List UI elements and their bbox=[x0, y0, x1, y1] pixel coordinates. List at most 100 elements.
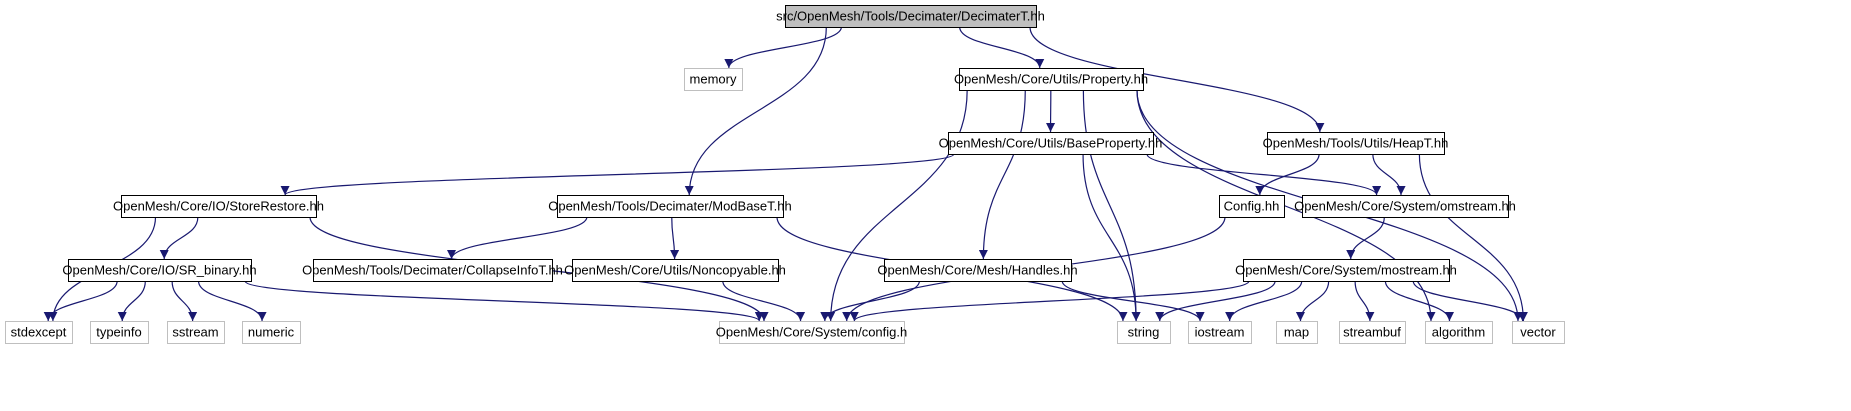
edge-mostream-to-iostream bbox=[1225, 280, 1303, 322]
edge-mostream-to-configH bbox=[849, 280, 1250, 322]
node-streambuf-box bbox=[1339, 321, 1406, 344]
node-configH-box bbox=[719, 321, 905, 344]
node-heapT-box bbox=[1267, 132, 1445, 155]
nodes-layer: src/OpenMesh/Tools/Decimater/DecimaterT.… bbox=[5, 5, 1565, 344]
node-string-label: string bbox=[1128, 325, 1160, 340]
node-numeric: numeric bbox=[242, 321, 301, 344]
node-storeRestore-box bbox=[121, 195, 317, 218]
node-streambuf: streambuf bbox=[1339, 321, 1406, 344]
node-srBinary[interactable]: OpenMesh/Core/IO/SR_binary.hh bbox=[62, 259, 257, 282]
node-typeinfo-box bbox=[90, 321, 149, 344]
node-stdexcept-label: stdexcept bbox=[11, 325, 67, 340]
node-string: string bbox=[1117, 321, 1171, 344]
node-decimaterT[interactable]: src/OpenMesh/Tools/Decimater/DecimaterT.… bbox=[776, 5, 1045, 28]
node-vector-box bbox=[1512, 321, 1565, 344]
node-string-box bbox=[1117, 321, 1171, 344]
edge-heapT-to-configHH bbox=[1255, 153, 1320, 196]
node-sstream: sstream bbox=[167, 321, 225, 344]
node-configHH[interactable]: Config.hh bbox=[1219, 195, 1285, 218]
edge-decimaterT-to-property bbox=[959, 26, 1045, 69]
node-property[interactable]: OpenMesh/Core/Utils/Property.hh bbox=[954, 68, 1148, 91]
node-property-box bbox=[959, 68, 1144, 91]
node-handles[interactable]: OpenMesh/Core/Mesh/Handles.hh bbox=[877, 259, 1078, 282]
node-handles-label: OpenMesh/Core/Mesh/Handles.hh bbox=[877, 263, 1077, 278]
edge-mostream-to-map bbox=[1295, 280, 1330, 322]
edge-srBinary-to-sstream bbox=[171, 280, 198, 322]
edge-baseProperty-to-storeRestore bbox=[280, 153, 955, 196]
node-map-box bbox=[1276, 321, 1318, 344]
node-memory: memory bbox=[684, 68, 743, 91]
node-iostream-box bbox=[1188, 321, 1252, 344]
edge-srBinary-to-stdexcept bbox=[43, 280, 118, 322]
node-collapseInfoT-label: OpenMesh/Tools/Decimater/CollapseInfoT.h… bbox=[302, 263, 563, 278]
node-baseProperty[interactable]: OpenMesh/Core/Utils/BaseProperty.hh bbox=[939, 132, 1163, 155]
node-map: map bbox=[1276, 321, 1318, 344]
edge-heapT-to-omstream bbox=[1372, 153, 1406, 196]
edge-srBinary-to-configH bbox=[244, 280, 764, 322]
edge-mostream-to-streambuf bbox=[1354, 280, 1375, 322]
node-srBinary-label: OpenMesh/Core/IO/SR_binary.hh bbox=[62, 263, 256, 278]
edge-noncopyable-to-configH bbox=[722, 280, 806, 322]
node-iostream: iostream bbox=[1188, 321, 1252, 344]
node-vector-label: vector bbox=[1520, 325, 1556, 340]
edge-modBaseT-to-collapseInfoT bbox=[447, 216, 588, 260]
node-noncopyable-box bbox=[572, 259, 779, 282]
node-mostream[interactable]: OpenMesh/Core/System/mostream.hh bbox=[1235, 259, 1457, 282]
node-memory-label: memory bbox=[690, 72, 737, 87]
node-stdexcept-box bbox=[5, 321, 73, 344]
node-configHH-label: Config.hh bbox=[1224, 199, 1280, 214]
node-noncopyable-label: OpenMesh/Core/Utils/Noncopyable.hh bbox=[564, 263, 786, 278]
node-omstream[interactable]: OpenMesh/Core/System/omstream.hh bbox=[1294, 195, 1516, 218]
node-baseProperty-label: OpenMesh/Core/Utils/BaseProperty.hh bbox=[939, 136, 1163, 151]
edge-handles-to-iostream bbox=[1061, 280, 1205, 322]
node-property-label: OpenMesh/Core/Utils/Property.hh bbox=[954, 72, 1148, 87]
node-vector: vector bbox=[1512, 321, 1565, 344]
edge-property-to-configH bbox=[826, 89, 968, 322]
node-heapT[interactable]: OpenMesh/Tools/Utils/HeapT.hh bbox=[1263, 132, 1449, 155]
node-srBinary-box bbox=[68, 259, 252, 282]
edge-decimaterT-to-memory bbox=[724, 26, 842, 69]
node-memory-box bbox=[684, 68, 743, 91]
node-collapseInfoT-box bbox=[313, 259, 553, 282]
node-mostream-box bbox=[1243, 259, 1450, 282]
node-decimaterT-box bbox=[785, 5, 1037, 28]
edge-srBinary-to-typeinfo bbox=[117, 280, 146, 322]
node-storeRestore[interactable]: OpenMesh/Core/IO/StoreRestore.hh bbox=[113, 195, 324, 218]
edge-mostream-to-algorithm bbox=[1384, 280, 1454, 322]
node-numeric-box bbox=[242, 321, 301, 344]
node-stdexcept: stdexcept bbox=[5, 321, 73, 344]
node-sstream-label: sstream bbox=[172, 325, 218, 340]
node-modBaseT[interactable]: OpenMesh/Tools/Decimater/ModBaseT.hh bbox=[548, 195, 792, 218]
node-sstream-box bbox=[167, 321, 225, 344]
node-typeinfo: typeinfo bbox=[90, 321, 149, 344]
node-decimaterT-label: src/OpenMesh/Tools/Decimater/DecimaterT.… bbox=[776, 9, 1045, 24]
node-configHH-box bbox=[1219, 195, 1285, 218]
node-omstream-label: OpenMesh/Core/System/omstream.hh bbox=[1294, 199, 1516, 214]
node-typeinfo-label: typeinfo bbox=[96, 325, 142, 340]
edge-baseProperty-to-string bbox=[1082, 153, 1141, 322]
node-modBaseT-box bbox=[557, 195, 784, 218]
edge-storeRestore-to-srBinary bbox=[159, 216, 199, 260]
node-collapseInfoT[interactable]: OpenMesh/Tools/Decimater/CollapseInfoT.h… bbox=[302, 259, 563, 282]
node-algorithm-box bbox=[1425, 321, 1493, 344]
edge-srBinary-to-numeric bbox=[197, 280, 267, 322]
edges-layer bbox=[43, 26, 1528, 322]
edge-heapT-to-vector bbox=[1418, 153, 1528, 322]
node-storeRestore-label: OpenMesh/Core/IO/StoreRestore.hh bbox=[113, 199, 324, 214]
node-handles-box bbox=[884, 259, 1072, 282]
edge-mostream-to-string bbox=[1155, 280, 1276, 322]
node-algorithm: algorithm bbox=[1425, 321, 1493, 344]
node-algorithm-label: algorithm bbox=[1432, 325, 1485, 340]
node-heapT-label: OpenMesh/Tools/Utils/HeapT.hh bbox=[1263, 136, 1449, 151]
node-map-label: map bbox=[1284, 325, 1309, 340]
edge-omstream-to-mostream bbox=[1346, 216, 1385, 260]
edge-mostream-to-vector bbox=[1412, 280, 1528, 322]
node-baseProperty-box bbox=[948, 132, 1154, 155]
node-streambuf-label: streambuf bbox=[1343, 325, 1401, 340]
node-modBaseT-label: OpenMesh/Tools/Decimater/ModBaseT.hh bbox=[548, 199, 792, 214]
node-numeric-label: numeric bbox=[248, 325, 295, 340]
node-omstream-box bbox=[1302, 195, 1509, 218]
node-noncopyable[interactable]: OpenMesh/Core/Utils/Noncopyable.hh bbox=[564, 259, 786, 282]
